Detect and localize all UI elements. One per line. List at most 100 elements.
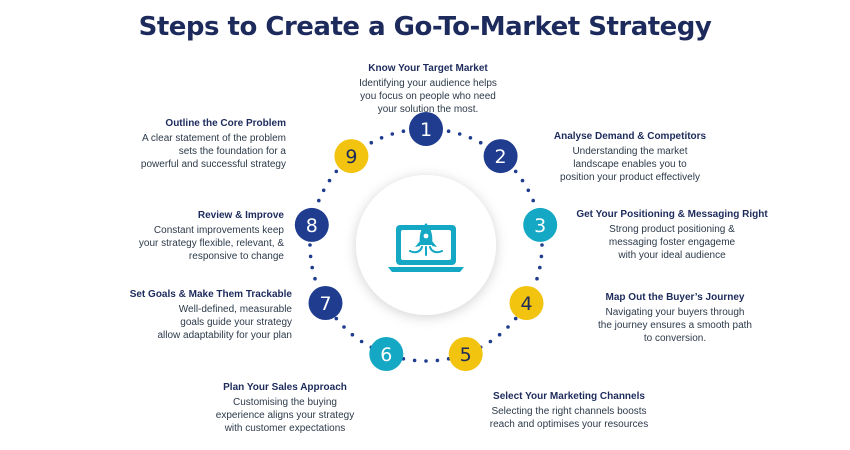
step-2-title: Analyse Demand & Competitors bbox=[553, 131, 707, 142]
step-3-line-2: messaging foster engageme bbox=[608, 237, 736, 248]
step-8-line-1: Constant improvements keep bbox=[153, 225, 284, 236]
ring-dot bbox=[513, 316, 518, 321]
step-badge-5: 5 bbox=[448, 337, 483, 371]
step-5-title: Select Your Marketing Channels bbox=[493, 391, 645, 402]
step-7-line-1: Well-defined, measurable bbox=[178, 304, 292, 315]
step-badge-number: 2 bbox=[495, 146, 507, 168]
step-badge-6: 6 bbox=[369, 337, 404, 371]
step-badge-circle bbox=[523, 207, 558, 242]
step-badge-circle bbox=[509, 286, 544, 320]
ring-dot bbox=[412, 358, 417, 363]
step-9-title: Outline the Core Problem bbox=[165, 118, 286, 129]
ring-dot bbox=[468, 136, 473, 140]
step-4-line-3: to conversion. bbox=[643, 333, 707, 344]
step-badge-number: 1 bbox=[420, 119, 432, 141]
step-9-line-2: sets the foundation for a bbox=[178, 146, 286, 157]
step-badge-number: 3 bbox=[534, 215, 546, 237]
step-6-line-2: experience aligns your strategy bbox=[215, 410, 355, 421]
ring-dot bbox=[334, 316, 339, 321]
page-title: Steps to Create a Go-To-Market Strategy bbox=[138, 12, 712, 42]
ring-dot bbox=[342, 325, 346, 329]
ring-dot bbox=[308, 254, 313, 259]
ring-dot bbox=[359, 339, 364, 344]
step-4-line-1: Navigating your buyers through bbox=[605, 307, 745, 318]
step-7-text: Set Goals & Make Them Trackable Well-def… bbox=[66, 288, 292, 342]
step-8-text: Review & Improve Constant improvements k… bbox=[66, 209, 284, 263]
ring-dot bbox=[506, 325, 510, 329]
ring-dot bbox=[497, 332, 502, 337]
ring-dot bbox=[308, 243, 312, 247]
ring-dot bbox=[390, 132, 395, 136]
step-1-line-1: Identifying your audience helps bbox=[359, 78, 497, 89]
ring-dot bbox=[539, 254, 544, 259]
step-2-line-2: landscape enables you to bbox=[573, 159, 687, 170]
ring-dot bbox=[350, 332, 355, 337]
ring-dot bbox=[538, 265, 542, 270]
ring-dot bbox=[317, 198, 321, 203]
ring-dot bbox=[321, 188, 326, 193]
step-badge-circle bbox=[308, 286, 343, 320]
ring-dot bbox=[513, 169, 518, 174]
step-7-title: Set Goals & Make Them Trackable bbox=[129, 289, 292, 300]
step-badge-circle bbox=[483, 139, 518, 174]
step-badge-circle bbox=[369, 337, 404, 371]
step-badge-8: 8 bbox=[294, 207, 329, 242]
step-badge-circle bbox=[294, 207, 329, 242]
step-3-title: Get Your Positioning & Messaging Right bbox=[576, 209, 768, 220]
ring-dot bbox=[540, 243, 544, 247]
step-9-text: Outline the Core Problem A clear stateme… bbox=[66, 117, 286, 171]
step-badge-number: 5 bbox=[460, 344, 472, 366]
step-badge-circle bbox=[409, 112, 443, 146]
step-1-line-3: your solution the most. bbox=[377, 104, 479, 115]
step-1-text: Know Your Target Market Identifying your… bbox=[328, 62, 528, 116]
step-badges: 1 2 3 4 5 6 7 8 9 bbox=[294, 112, 558, 371]
step-2-line-1: Understanding the market bbox=[572, 146, 688, 157]
step-3-line-1: Strong product positioning & bbox=[609, 224, 735, 235]
step-badge-circle bbox=[334, 139, 369, 174]
step-4-text: Map Out the Buyer’s Journey Navigating y… bbox=[570, 291, 780, 345]
ring-dot bbox=[526, 188, 531, 193]
step-badge-number: 9 bbox=[345, 146, 357, 168]
step-badge-3: 3 bbox=[523, 207, 558, 242]
step-1-line-2: you focus on people who need bbox=[360, 91, 496, 102]
step-badge-circle bbox=[448, 337, 483, 371]
ring-dot bbox=[535, 276, 539, 281]
step-8-line-3: responsive to change bbox=[188, 251, 284, 262]
step-6-line-3: with customer expectations bbox=[224, 423, 346, 434]
step-3-line-3: with your ideal audience bbox=[618, 250, 726, 261]
ring-dot bbox=[327, 178, 332, 183]
ring-dot bbox=[520, 178, 525, 183]
ring-dot bbox=[531, 198, 535, 203]
step-badge-number: 7 bbox=[319, 293, 331, 315]
step-badge-7: 7 bbox=[308, 286, 343, 320]
step-7-line-2: goals guide your strategy bbox=[180, 317, 292, 328]
step-7-line-3: allow adaptability for your plan bbox=[157, 330, 292, 341]
ring-dot bbox=[401, 129, 406, 133]
step-badge-1: 1 bbox=[409, 112, 443, 146]
step-6-line-1: Customising the buying bbox=[233, 397, 337, 408]
step-8-line-2: your strategy flexible, relevant, & bbox=[138, 238, 284, 249]
ring-dot bbox=[424, 359, 428, 363]
step-5-line-1: Selecting the right channels boosts bbox=[491, 406, 647, 417]
ring-dot bbox=[457, 132, 462, 136]
ring-dot bbox=[369, 140, 374, 145]
ring-dot bbox=[435, 358, 440, 363]
step-5-text: Select Your Marketing Channels Selecting… bbox=[464, 390, 674, 431]
step-6-title: Plan Your Sales Approach bbox=[223, 382, 347, 393]
step-badge-2: 2 bbox=[483, 139, 518, 174]
ring-dot bbox=[310, 265, 315, 270]
step-2-text: Analyse Demand & Competitors Understandi… bbox=[530, 130, 730, 184]
step-2-line-3: position your product effectively bbox=[560, 172, 700, 183]
step-badge-number: 4 bbox=[520, 293, 532, 315]
step-badge-4: 4 bbox=[509, 286, 544, 320]
step-9-line-3: powerful and successful strategy bbox=[140, 159, 286, 170]
step-badge-9: 9 bbox=[334, 139, 369, 174]
step-9-line-1: A clear statement of the problem bbox=[142, 133, 286, 144]
ring-dot bbox=[488, 339, 493, 344]
ring-dot bbox=[446, 129, 451, 133]
laptop-rocket-icon bbox=[388, 223, 464, 272]
step-3-text: Get Your Positioning & Messaging Right S… bbox=[566, 208, 778, 262]
step-1-title: Know Your Target Market bbox=[368, 63, 488, 74]
ring-dot bbox=[478, 140, 483, 145]
